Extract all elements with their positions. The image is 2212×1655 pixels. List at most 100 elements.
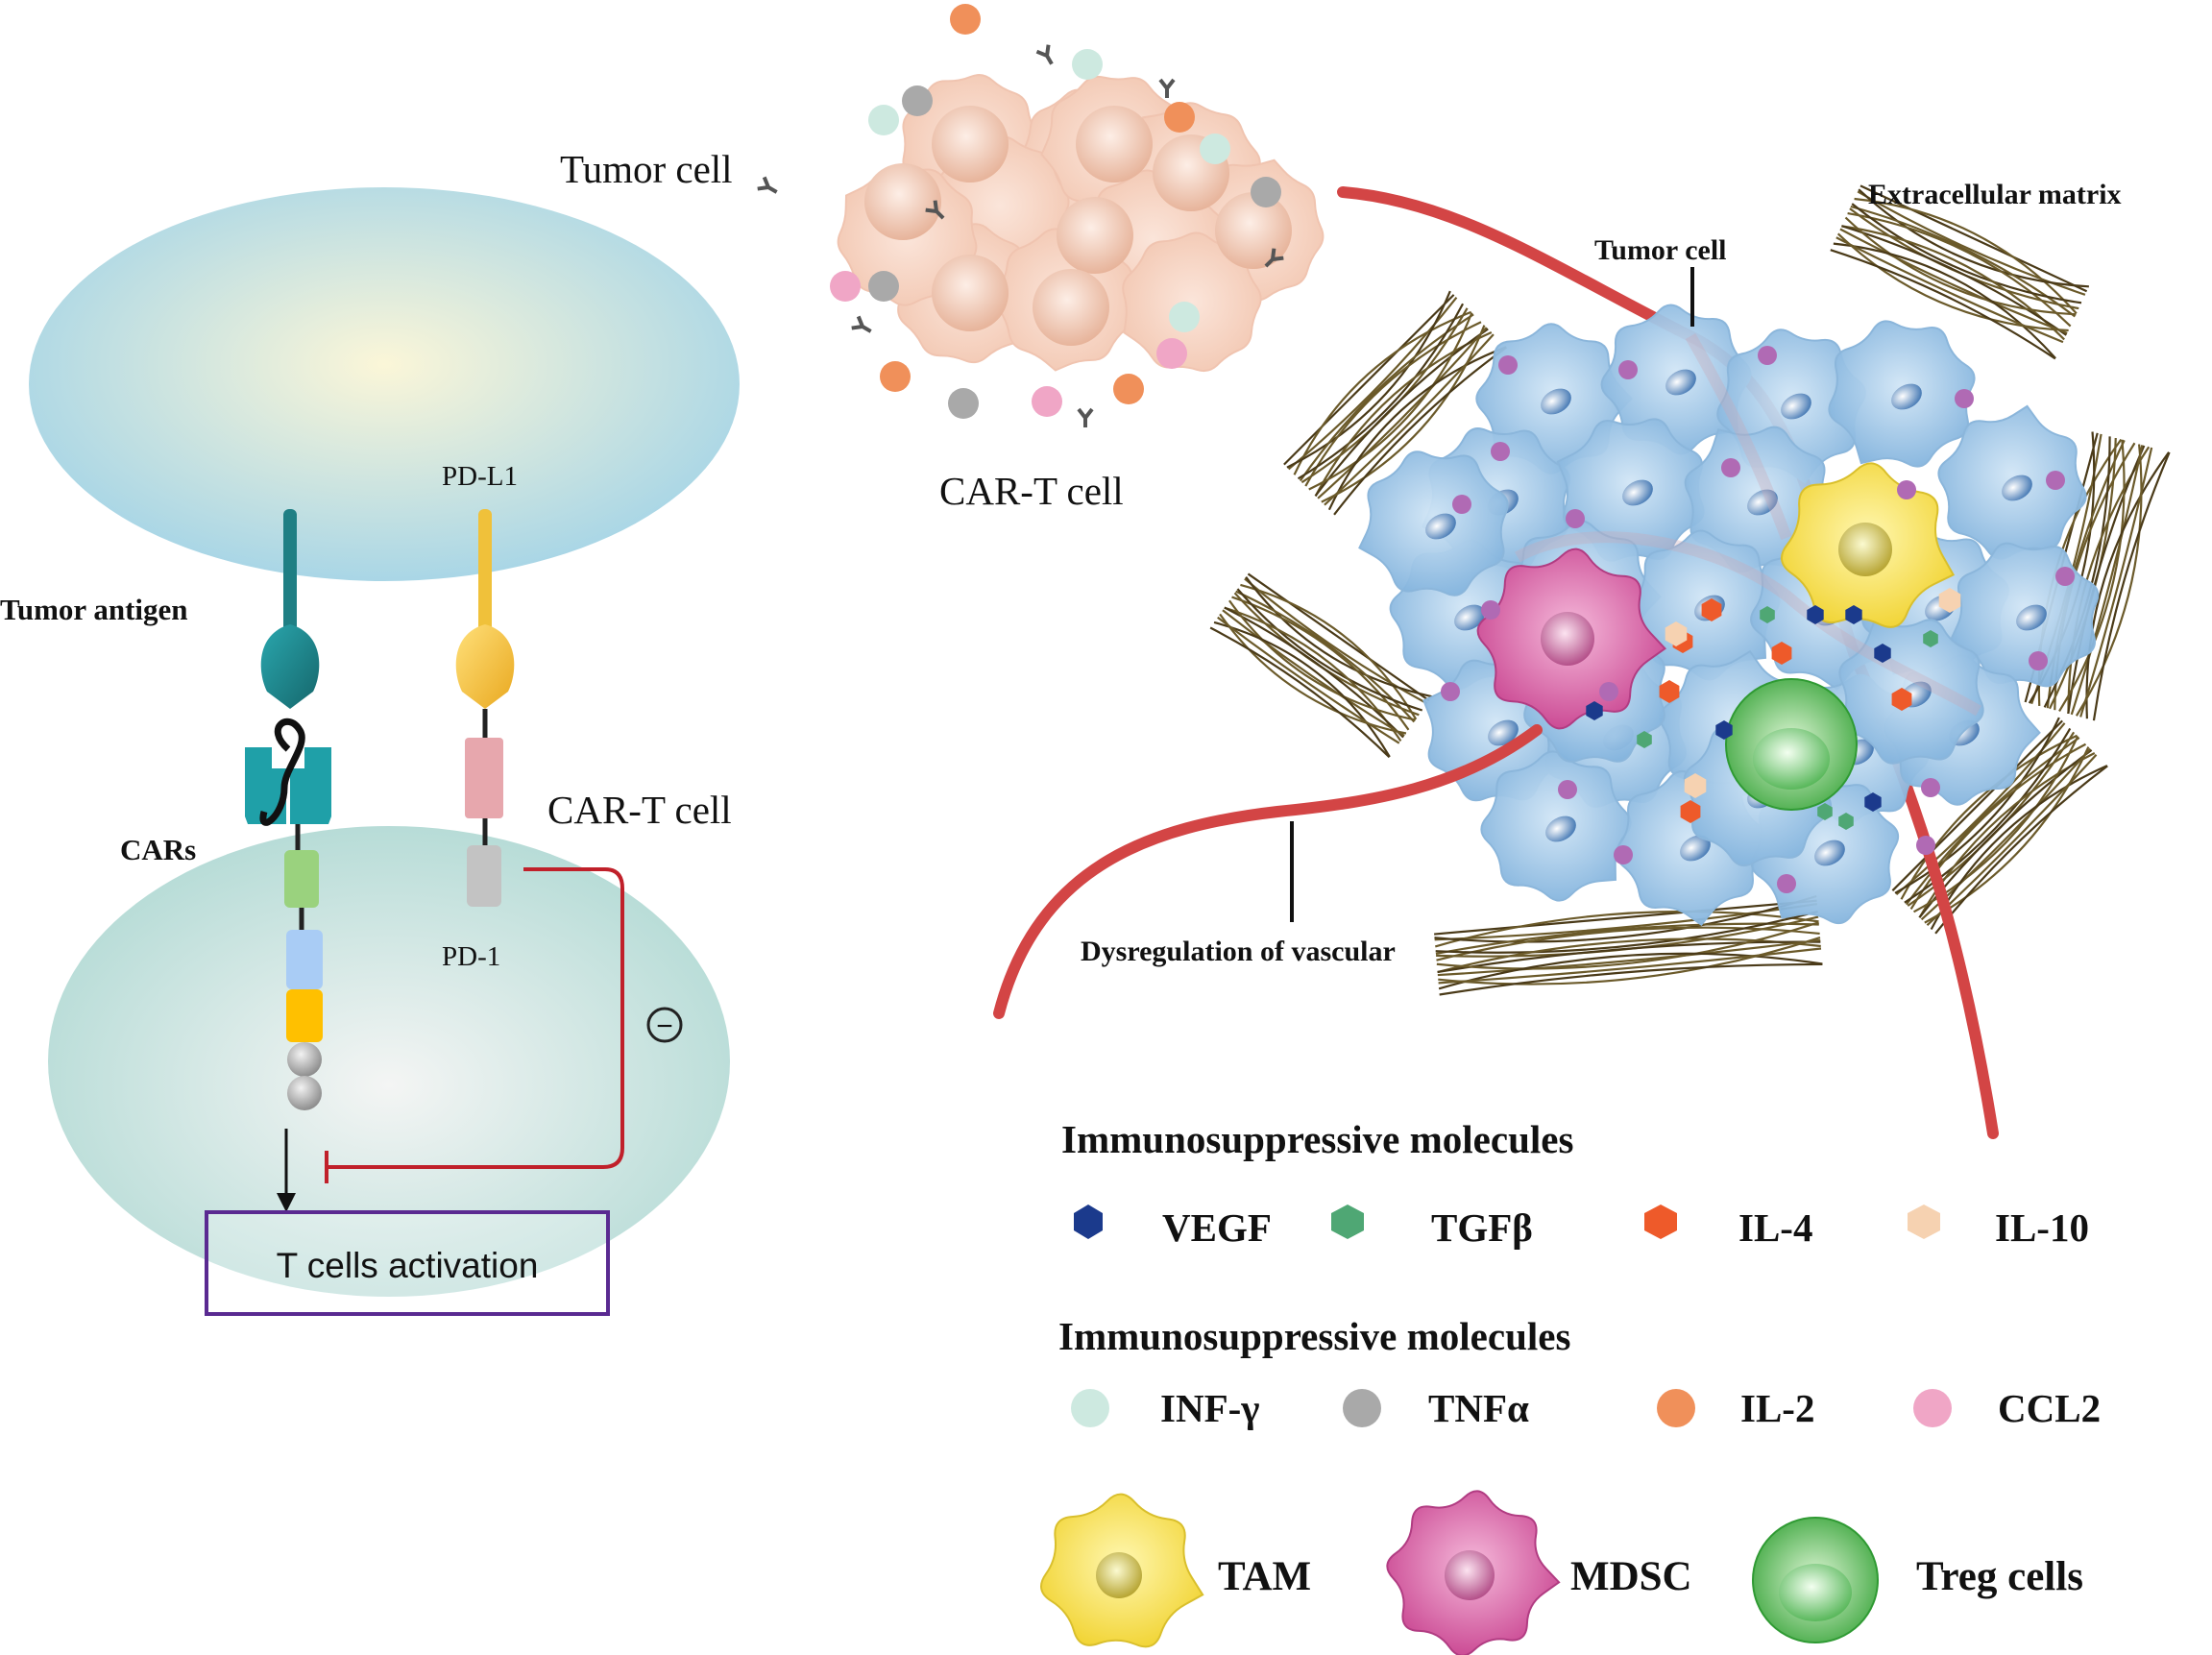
ccl2-dot xyxy=(1599,682,1618,701)
activation-box xyxy=(205,1210,610,1316)
tgfb-molecule xyxy=(1838,813,1854,830)
cytokine-dot xyxy=(1032,386,1062,417)
ccl2-dot xyxy=(1721,458,1740,477)
ccl2-dot xyxy=(1452,495,1471,514)
il10-molecule xyxy=(1938,588,1961,613)
legend-label-ccl2: CCL2 xyxy=(1998,1386,2101,1430)
tumor-antigen xyxy=(260,509,320,709)
ccl2-dot xyxy=(1777,874,1796,893)
pd-1 xyxy=(465,709,503,907)
legend-item-il4: IL-4 xyxy=(1644,1205,1812,1250)
il4-molecule xyxy=(1680,800,1701,823)
vessel-ghost xyxy=(1515,531,1981,717)
vegf-molecule xyxy=(1864,792,1882,812)
cytokine-dot xyxy=(880,361,911,392)
tumor-cluster xyxy=(757,4,1325,427)
cluster-cell-nucleus xyxy=(932,106,1009,183)
inhibition-line xyxy=(328,867,624,1169)
tumor-cell-nucleus xyxy=(1814,840,1845,866)
vegf-hexagon-icon xyxy=(1074,1205,1103,1239)
tumor-cell-mass xyxy=(1358,304,2100,927)
il4-molecule xyxy=(1659,680,1680,703)
cytokine-dot xyxy=(830,271,861,302)
car-t-cell-body xyxy=(48,826,730,1297)
cytokine-dot xyxy=(868,105,899,135)
tgfb-molecule xyxy=(1923,630,1938,647)
cluster-cell-nucleus xyxy=(1033,269,1109,346)
ccl2-dot xyxy=(1566,509,1585,528)
il4-molecule xyxy=(1701,598,1722,621)
vessel-ghost xyxy=(1685,333,1792,541)
il10-hexagon-icon xyxy=(1908,1205,1940,1239)
il4-molecule xyxy=(1891,688,1912,711)
tumor-cell-nucleus xyxy=(1541,388,1571,415)
tumor-cell-nucleus xyxy=(1747,489,1778,516)
legend-cell-icons xyxy=(1040,1490,1879,1655)
legend-item-inf-gamma: INF-γ xyxy=(1071,1386,1259,1430)
ccl2-dot xyxy=(1916,836,1935,855)
tumor-cell-label-top: Tumor cell xyxy=(560,147,733,191)
ccl2-dot xyxy=(1491,442,1510,461)
treg-nucleus xyxy=(1753,728,1830,790)
cytokine-dot xyxy=(1169,302,1200,332)
ccl2-dot xyxy=(1618,360,1638,379)
legend-label-tnfa: TNFα xyxy=(1428,1386,1529,1430)
ccl2-dot xyxy=(1614,845,1633,864)
tumor-microenvironment: Tumor cell Extracellular matrix Dysregul… xyxy=(993,179,2171,1139)
mdsc-nucleus xyxy=(1541,612,1594,666)
tam-legend-nucleus xyxy=(1096,1552,1142,1598)
inf-gamma-dot-icon xyxy=(1071,1389,1109,1427)
legend-group1-title: Immunosuppressive molecules xyxy=(1061,1117,1573,1161)
cytokine-dot xyxy=(902,85,933,116)
cytokine-dot xyxy=(1113,374,1144,404)
mdsc-legend-nucleus xyxy=(1445,1550,1495,1600)
inhibit-symbol-circle xyxy=(646,1007,683,1043)
cytokine-dot xyxy=(1072,49,1103,80)
cluster-cell-nucleus xyxy=(1076,106,1153,183)
il2-dot-icon xyxy=(1657,1389,1695,1427)
cytokine-dot xyxy=(948,388,979,419)
vegf-molecule xyxy=(1807,605,1824,624)
il10-molecule xyxy=(1684,773,1707,798)
legend-item-ccl2: CCL2 xyxy=(1913,1386,2101,1430)
vegf-molecule xyxy=(1874,644,1891,663)
tumor-cell-nucleus xyxy=(1891,383,1922,410)
car-receptor xyxy=(245,718,331,1110)
tnfa-dot-icon xyxy=(1343,1389,1381,1427)
tgfb-hexagon-icon xyxy=(1331,1205,1364,1239)
il4-molecule xyxy=(1771,642,1792,665)
ecm-label: Extracellular matrix xyxy=(1868,179,2122,210)
tumor-cell-nucleus xyxy=(1488,719,1519,746)
tgfb-molecule xyxy=(1817,803,1833,820)
ccl2-dot xyxy=(2029,651,2048,670)
tumor-cell-nucleus xyxy=(1781,393,1811,420)
il4-hexagon-icon xyxy=(1644,1205,1677,1239)
antibody-icon xyxy=(1158,78,1176,98)
legend-label-il4: IL-4 xyxy=(1738,1205,1812,1250)
tumor-cell-nucleus xyxy=(1665,369,1696,396)
tumor-cell-nucleus xyxy=(1545,815,1576,842)
antibody-icon xyxy=(1035,44,1054,65)
car-t-cell-label-left: CAR-T cell xyxy=(547,788,732,832)
cytokine-dot xyxy=(1251,177,1281,207)
legend-item-il10: IL-10 xyxy=(1908,1205,2089,1250)
legend-label-il10: IL-10 xyxy=(1995,1205,2089,1250)
tumor-cell-nucleus xyxy=(2002,475,2032,501)
ccl2-dot xyxy=(2055,567,2075,586)
ccl2-dot xyxy=(1441,682,1460,701)
tam-nucleus xyxy=(1838,523,1892,576)
tumor-cell-nucleus xyxy=(1425,513,1456,540)
legend-label-vegf: VEGF xyxy=(1162,1205,1272,1250)
ccl2-dot xyxy=(2046,471,2065,490)
pd-1-label: PD-1 xyxy=(442,941,500,972)
tumor-antigen-label: Tumor antigen xyxy=(0,593,188,626)
cluster-cell-nucleus xyxy=(932,255,1009,331)
tumor-cell-nucleus xyxy=(1680,835,1711,862)
tgfb-molecule xyxy=(1760,606,1775,623)
il10-molecule xyxy=(1665,621,1688,646)
car-t-cell-label-cluster: CAR-T cell xyxy=(939,469,1124,513)
tumor-cell-label-tme: Tumor cell xyxy=(1594,234,1727,266)
ccl2-dot xyxy=(1897,480,1916,499)
